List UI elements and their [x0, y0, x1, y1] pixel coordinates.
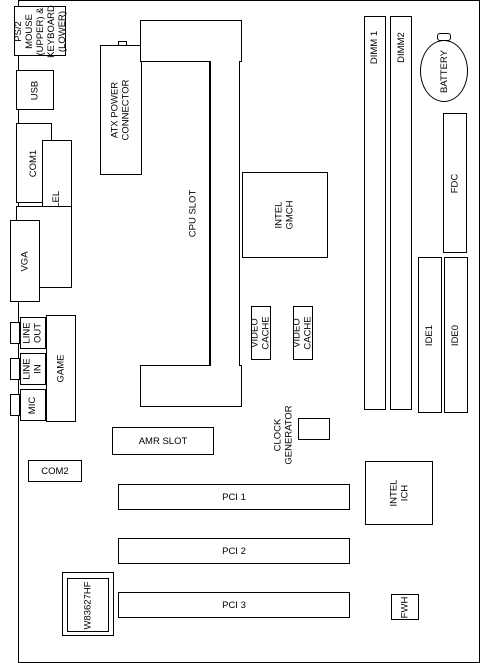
line-in-jack	[20, 353, 46, 385]
line-in-jack-body	[10, 358, 20, 380]
pci3-slot	[118, 592, 350, 618]
usb-label: USB	[29, 80, 41, 100]
battery	[420, 40, 468, 102]
ide1-connector	[418, 257, 442, 413]
cpu-slot-label: CPU SLOT	[187, 189, 199, 238]
dimm1-slot	[364, 16, 386, 410]
cpu-slot-top	[140, 20, 242, 62]
cpu-slot-bottom	[140, 365, 242, 407]
amr-slot-label: AMR SLOT	[138, 435, 188, 447]
atx-power-connector	[100, 45, 142, 175]
pci2-slot	[118, 538, 350, 564]
atx-notch-side2	[126, 41, 127, 45]
intel-gmch-label: INTEL GMCH	[274, 200, 296, 230]
vga-connector	[10, 220, 40, 302]
pci2-label: PCI 2	[222, 545, 246, 557]
pci1-label: PCI 1	[222, 491, 246, 503]
line-out-label: LINE OUT	[22, 322, 44, 344]
dimm2-slot	[390, 16, 412, 410]
game-label: GAME	[55, 354, 67, 383]
clock-generator-label: CLOCK GENERATOR	[273, 405, 296, 465]
line-in-label: LINE IN	[22, 358, 44, 380]
game-port	[46, 315, 76, 422]
com2-label: COM2	[41, 465, 69, 477]
fwh-label: FWH	[399, 596, 411, 618]
mic-jack-body	[10, 394, 20, 416]
ide0-connector	[444, 257, 468, 413]
intel-ich-label: INTEL ICH	[388, 479, 410, 507]
clock-generator-chip	[298, 418, 330, 440]
video-cache-label-2: VIDEO CACHE	[292, 316, 315, 350]
mic-label: MIC	[27, 396, 39, 414]
fdc-connector	[443, 113, 467, 253]
amr-slot	[112, 427, 214, 455]
cpu-slot	[210, 61, 240, 366]
dimm2-label: DIMM2	[395, 32, 407, 63]
fwh-chip	[391, 594, 419, 620]
line-out-jack	[20, 317, 46, 349]
com2-header	[28, 460, 82, 482]
vga-label: VGA	[19, 250, 31, 272]
fdc-label: FDC	[449, 173, 461, 193]
ide1-label: IDE1	[424, 324, 436, 346]
video-cache-chip-1	[251, 306, 271, 360]
ps2-connector	[14, 6, 66, 56]
atx-notch	[118, 41, 126, 42]
video-cache-label-1: VIDEO CACHE	[250, 316, 273, 350]
video-cache-chip-2	[293, 306, 313, 360]
atx-power-label: ATX POWER CONNECTOR	[110, 79, 132, 141]
dimm1-label: DIMM 1	[369, 30, 381, 65]
ide0-label: IDE0	[450, 324, 462, 346]
w83627hf-label: W83627HF	[82, 580, 94, 630]
w83627hf-chip	[67, 578, 109, 632]
cpu-slot-inner-left	[140, 61, 210, 366]
battery-label: BATTERY	[438, 49, 450, 93]
atx-notch-side	[118, 41, 119, 45]
intel-gmch-chip	[242, 172, 328, 258]
ps2-label: PS/2 MOUSE (UPPER) & KEYBOARD (LOWER)	[12, 4, 68, 58]
intel-ich-chip	[365, 461, 433, 525]
usb-connector	[16, 70, 54, 110]
pci3-label: PCI 3	[222, 599, 246, 611]
mic-jack	[20, 389, 46, 421]
line-out-jack-body	[10, 322, 20, 344]
pci1-slot	[118, 484, 350, 510]
